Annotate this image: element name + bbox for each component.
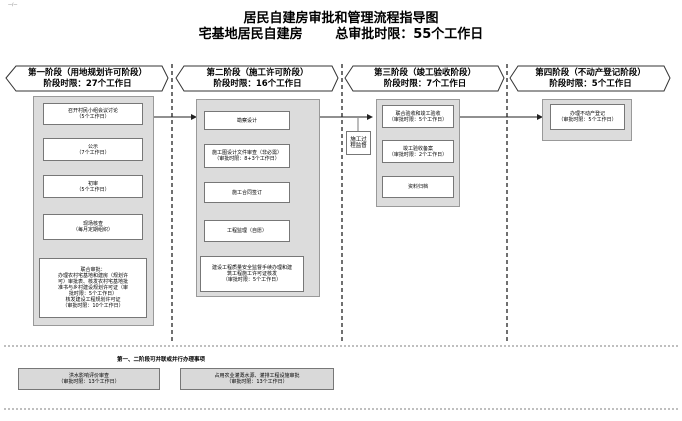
stage-banner-4 [509,65,671,92]
construction-supervision-note: 施工过程监督 [346,131,371,155]
stage-1-step-joint-approval: 联合审批： 办理农村宅基地和建房（规划许 可）审批表、核发农村宅基地批 准书与乡… [39,258,147,318]
parallel-item-irrigation-review: 占用农业灌溉水源、灌排工程设施审批（审批时限：13个工作日） [180,368,334,390]
stage-1-step-publicity: 公示（7个工作日） [43,138,143,161]
stage-banner-3 [344,65,505,92]
stage-banner-1 [5,65,169,92]
stage-header-3: 第三阶段（竣工验收阶段） 阶段时限：7个工作日 [348,68,502,90]
parallel-section-title: 第一、二阶段可并联或并行办理事项 [117,357,206,363]
page-title: 居民自建房审批和管理流程指导图 [243,11,439,26]
page-subtitle: 宅基地居民自建房 总审批时限：55个工作日 [0,23,682,42]
subtitle-left: 宅基地居民自建房 [198,27,303,42]
stage-1-step-preliminary-review: 初审（5个工作日） [43,175,143,198]
stage-3-step-acceptance-filing: 竣工验收备案（审批时限：2个工作日） [382,140,454,163]
stage-2-step-drawing-review: 施工图设计文件审查（非必需）（审批时限：8+3个工作日） [204,144,290,168]
stage-2-name: 第二阶段（施工许可阶段） [206,68,309,78]
parallel-item-flood-review: 洪水影响评价审查（审批时限：13个工作日） [18,368,160,390]
stage-header-2: 第二阶段（施工许可阶段） 阶段时限：16个工作日 [180,68,335,90]
stage-4-name: 第四阶段（不动产登记阶段） [535,68,646,78]
stage-4-time: 阶段时限：5个工作日 [549,79,632,89]
stage-2-step-construction-permit: 建设工程质量安全监督手续办理和建 筑工程施工许可证核发 （审批时限：5个工作日） [200,256,304,292]
subtitle-right: 总审批时限：55个工作日 [335,27,484,42]
stage-3-step-archiving: 资料归档 [382,176,454,198]
stage-1-step-site-inspection: 现场核查（每月定期组织） [43,214,143,240]
stage-3-name: 第三阶段（竣工验收阶段） [373,68,476,78]
stage-2-step-survey-design: 勘察设计 [204,111,290,130]
stage-3-time: 阶段时限：7个工作日 [383,79,467,89]
stage-1-name: 第一阶段（用地规划许可阶段） [27,68,147,78]
stage-4-step-property-registration: 办理不动产登记（审批时限：5个工作日） [550,104,625,130]
corner-mark: —/— [8,2,18,7]
stage-2-step-contract-signing: 施工合同签订 [204,182,290,203]
stage-1-step-village-meeting: 召开村民小组会议讨论（5个工作日） [43,103,143,125]
stage-2-time: 阶段时限：16个工作日 [213,79,302,89]
stage-header-4: 第四阶段（不动产登记阶段） 阶段时限：5个工作日 [513,68,668,90]
stage-1-time: 阶段时限：27个工作日 [43,79,132,89]
stage-banner-2 [175,65,339,92]
stage-2-step-supervision: 工程监理（自愿） [204,220,290,242]
stage-header-1: 第一阶段（用地规划许可阶段） 阶段时限：27个工作日 [10,68,165,90]
stage-3-step-joint-acceptance: 联合验收和竣工验收（审批时限：5个工作日） [382,105,454,128]
